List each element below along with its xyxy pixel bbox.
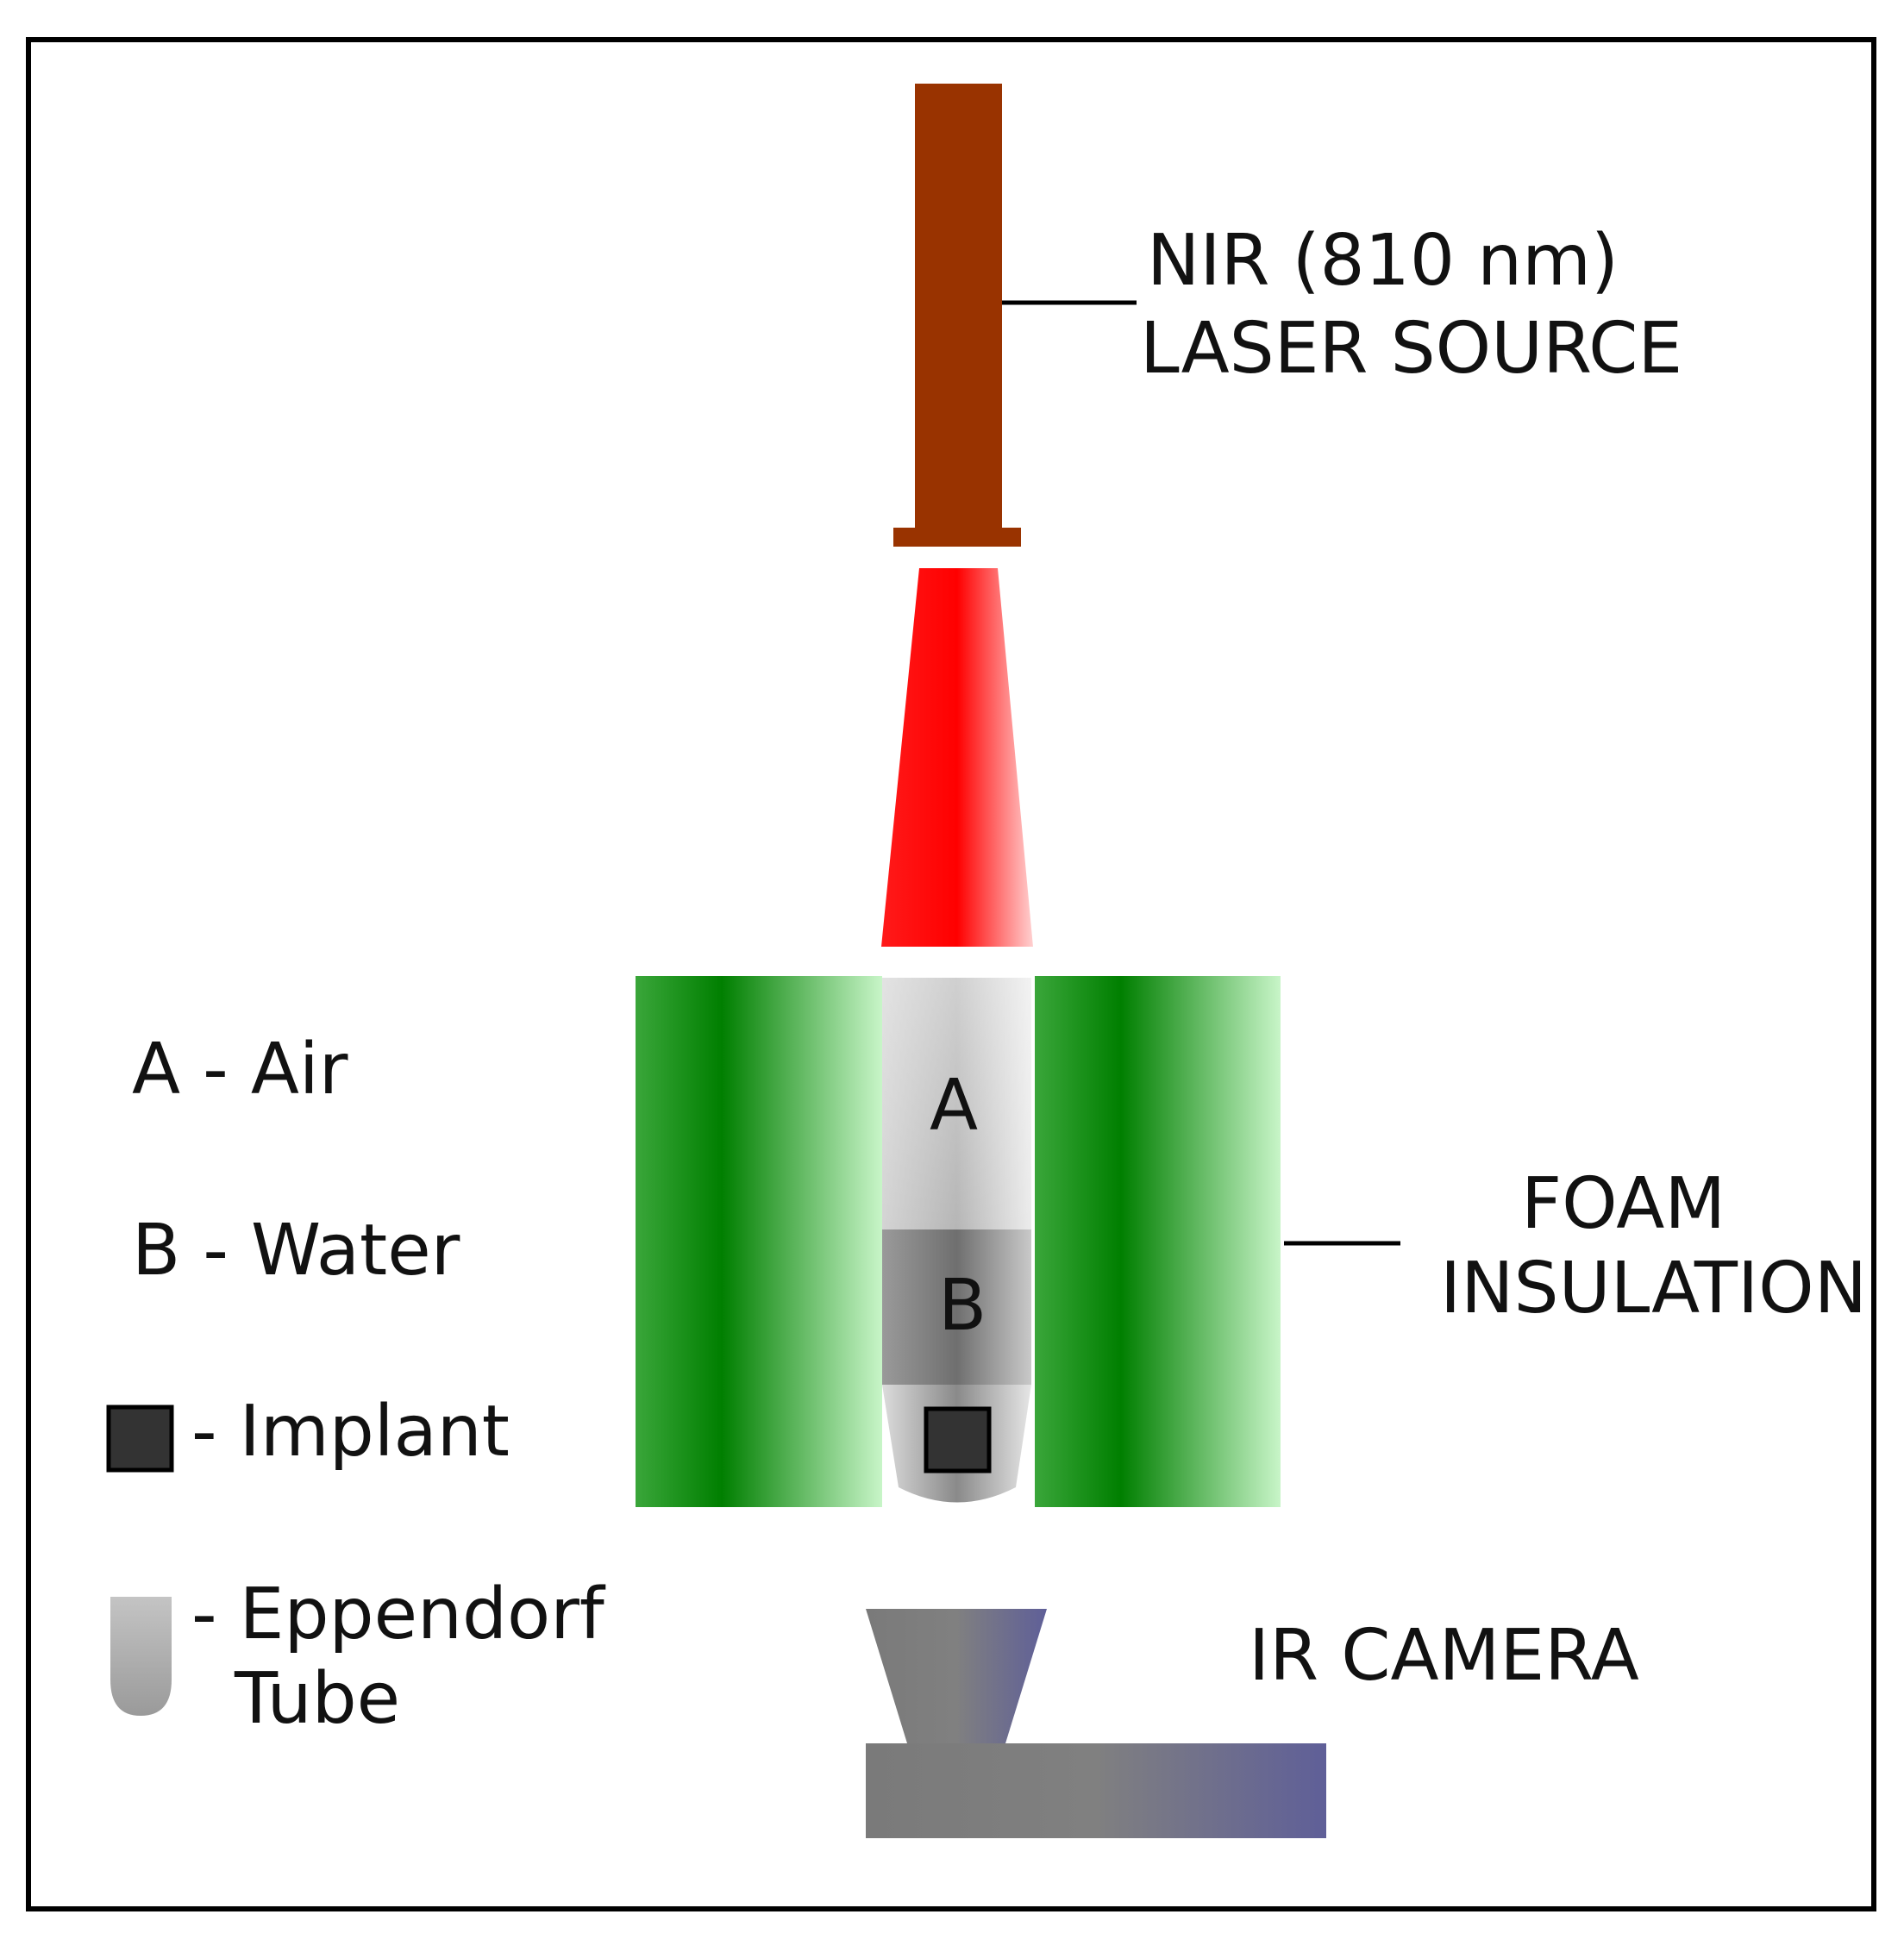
- foam-block-right: [1035, 976, 1281, 1507]
- legend-implant: - Implant: [191, 1391, 510, 1473]
- tube-label-b: B: [938, 1265, 987, 1347]
- legend-tube-line1: - Eppendorf: [191, 1573, 604, 1655]
- legend-water: B - Water: [132, 1210, 460, 1292]
- water-region: [882, 1229, 1031, 1385]
- legend-air: A - Air: [132, 1029, 348, 1111]
- camera-lens: [866, 1609, 1047, 1743]
- air-region-highlight: [882, 978, 1031, 1229]
- tube-label-a: A: [930, 1065, 979, 1147]
- foam-label-line2: INSULATION: [1440, 1248, 1868, 1329]
- laser-label-line1: NIR (810 nm): [1147, 220, 1619, 302]
- eppendorf-tube: [882, 978, 1031, 1503]
- ir-camera: [866, 1609, 1326, 1838]
- legend-tube-swatch: [110, 1597, 172, 1716]
- laser-label-line2: LASER SOURCE: [1140, 308, 1683, 390]
- laser-source: [893, 84, 1021, 547]
- laser-beam: [881, 568, 1033, 947]
- camera-label: IR CAMERA: [1249, 1615, 1639, 1697]
- legend-tube-line2: Tube: [235, 1658, 401, 1740]
- implant-in-tube: [924, 1406, 992, 1473]
- foam-block-left: [636, 976, 882, 1507]
- legend-implant-swatch: [106, 1405, 174, 1473]
- laser-body: [915, 84, 1002, 535]
- laser-flange: [893, 528, 1021, 547]
- camera-base: [866, 1743, 1326, 1838]
- foam-label-line1: FOAM: [1521, 1163, 1726, 1245]
